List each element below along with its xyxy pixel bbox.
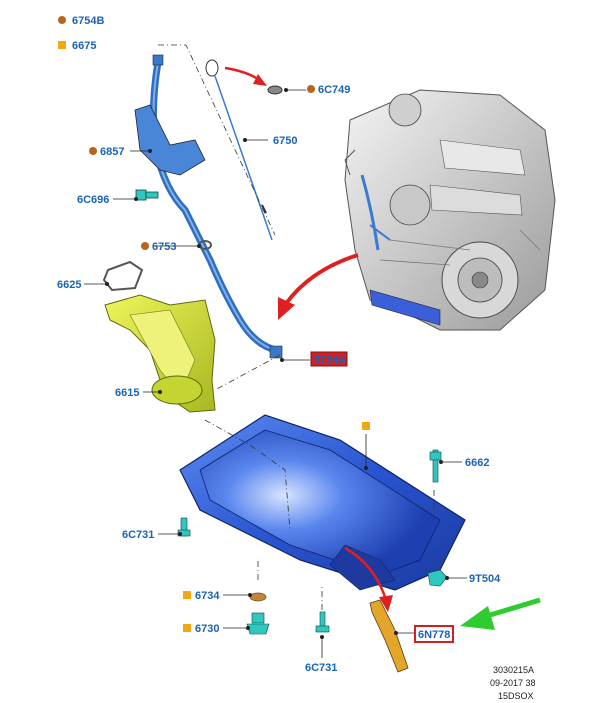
gasket-6625 xyxy=(102,260,144,292)
label-6754a: 6754A xyxy=(314,354,346,366)
bolt-6c696 xyxy=(135,189,159,201)
label-6c731-left: 6C731 xyxy=(122,529,154,541)
seal-6c749 xyxy=(267,85,283,95)
oil-pickup-tube xyxy=(104,294,216,413)
tube-bracket xyxy=(134,104,206,176)
label-9t504: 9T504 xyxy=(469,573,501,585)
legend-label-6754B: 6754B xyxy=(72,15,104,27)
legend-circle-marker xyxy=(58,16,66,24)
label-6730: 6730 xyxy=(195,623,219,635)
label-6615: 6615 xyxy=(115,387,139,399)
footer-ref: 3030215A xyxy=(493,665,534,675)
oil-pan xyxy=(179,414,466,591)
label-6753: 6753 xyxy=(152,241,176,253)
footer-code: 15DSOX xyxy=(498,691,534,701)
washer-6734 xyxy=(249,592,267,602)
label-6n778: 6N778 xyxy=(418,629,450,641)
bolt-6c731-left xyxy=(177,517,191,537)
label-6c696: 6C696 xyxy=(77,194,109,206)
bolt-6c731-bottom xyxy=(315,611,330,633)
nut-9t504 xyxy=(427,569,448,587)
label-6c731-bottom: 6C731 xyxy=(305,662,337,674)
highlight-box-6754a xyxy=(310,351,348,367)
red-arrow-tube xyxy=(283,253,359,307)
footer-date: 09-2017 38 xyxy=(490,678,536,688)
label-6662: 6662 xyxy=(465,457,489,469)
red-arrow-sensor xyxy=(344,546,388,601)
drain-plug-6730 xyxy=(246,612,270,635)
highlight-box-6n778 xyxy=(414,625,454,643)
engine-assembly xyxy=(344,89,556,331)
dipstick xyxy=(205,59,273,241)
label-6c749: 6C749 xyxy=(318,84,350,96)
legend-square-marker xyxy=(58,41,66,49)
legend-label-6675: 6675 xyxy=(72,40,96,52)
label-6625: 6625 xyxy=(57,279,81,291)
label-6857: 6857 xyxy=(100,146,124,158)
oil-level-sensor xyxy=(369,599,409,673)
label-6734: 6734 xyxy=(195,590,220,602)
stud-6662 xyxy=(429,449,442,483)
label-6750: 6750 xyxy=(273,135,297,147)
